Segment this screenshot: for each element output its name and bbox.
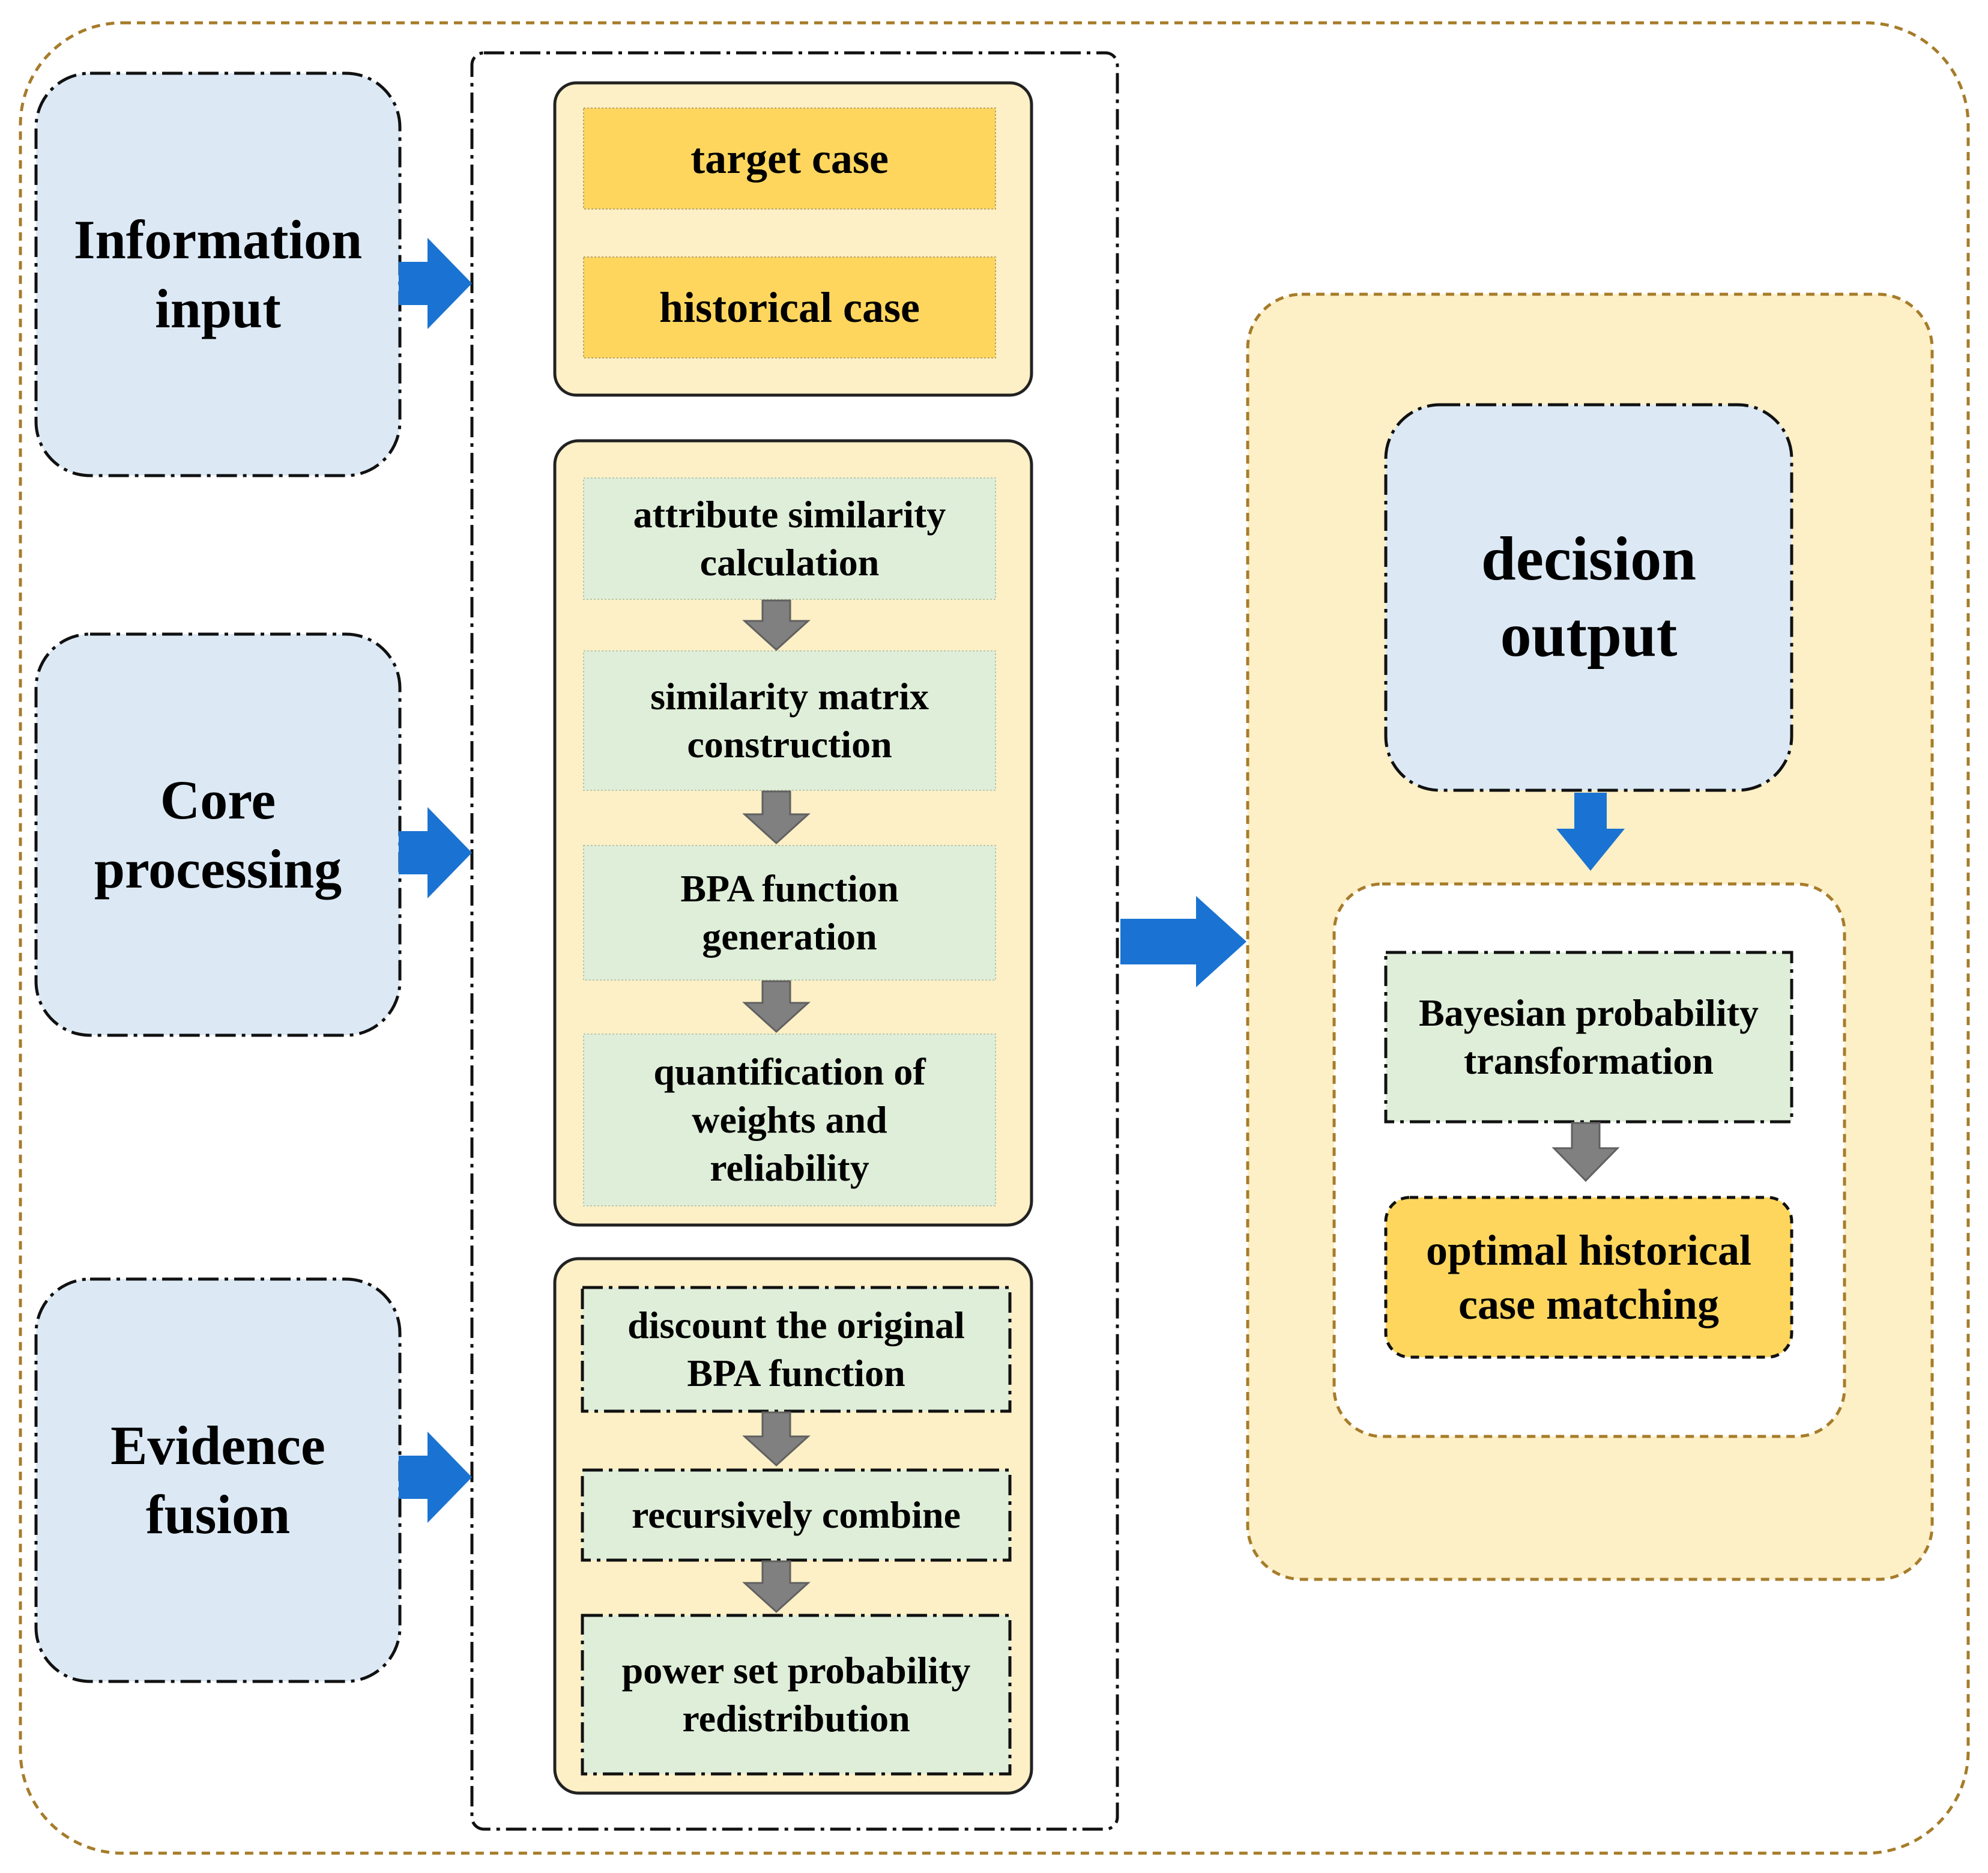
- core-group-panel: [553, 439, 1033, 1227]
- arrow-right-icon: [399, 238, 472, 329]
- decision-output-label: decision output: [1386, 405, 1792, 790]
- stage-label-core-processing: Core processing: [36, 634, 400, 1035]
- bpa-generation-label: BPA function generation: [584, 846, 996, 980]
- arrow-down-icon: [742, 1411, 811, 1467]
- discount-box: [581, 1286, 1012, 1413]
- node-text: recursively combine: [631, 1493, 961, 1536]
- bayesian-box: [1384, 951, 1793, 1124]
- quantification-box: [583, 1033, 996, 1206]
- arrow-right-icon: [399, 1432, 472, 1523]
- recursive-combine-box: [581, 1468, 1012, 1562]
- quantification-label: quantification of weights and reliabilit…: [584, 1034, 996, 1206]
- target-case-label: target case: [584, 108, 996, 209]
- decision-output-box: [1384, 403, 1793, 792]
- node-text: similarity matrix construction: [650, 675, 929, 766]
- outer-container: [19, 21, 1970, 1855]
- node-text: decision output: [1481, 524, 1697, 670]
- stage-text: Information input: [73, 209, 363, 339]
- bayesian-label: Bayesian probability transformation: [1386, 952, 1792, 1122]
- target-case-box: [583, 107, 996, 210]
- attribute-similarity-box: [583, 477, 996, 600]
- arrow-down-icon: [1551, 1122, 1620, 1182]
- bpa-generation-box: [583, 845, 996, 981]
- arrow-down-icon: [742, 980, 811, 1033]
- stage-label-information-input: Information input: [36, 73, 400, 476]
- similarity-matrix-label: similarity matrix construction: [584, 651, 996, 790]
- optimal-matching-label: optimal historical case matching: [1386, 1197, 1792, 1357]
- node-text: discount the original BPA function: [627, 1304, 965, 1394]
- historical-case-box: [583, 256, 996, 359]
- arrow-down-icon: [1556, 793, 1625, 871]
- arrow-down-icon: [742, 790, 811, 845]
- arrow-right-icon: [1120, 896, 1246, 987]
- stage-text: Evidence fusion: [110, 1415, 325, 1545]
- node-text: historical case: [659, 283, 920, 331]
- power-set-label: power set probability redistribution: [582, 1615, 1010, 1774]
- discount-label: discount the original BPA function: [582, 1287, 1010, 1411]
- node-text: BPA function generation: [680, 867, 899, 958]
- middle-column-frame: [470, 51, 1119, 1831]
- node-text: quantification of weights and reliabilit…: [653, 1050, 926, 1189]
- node-text: Bayesian probability transformation: [1418, 991, 1759, 1082]
- power-set-box: [581, 1614, 1012, 1776]
- stage-text: Core processing: [94, 769, 342, 900]
- historical-case-label: historical case: [584, 257, 996, 358]
- node-text: target case: [690, 135, 889, 183]
- node-text: power set probability redistribution: [621, 1649, 971, 1740]
- stage-label-evidence-fusion: Evidence fusion: [36, 1279, 400, 1681]
- arrow-right-icon: [399, 807, 472, 898]
- node-text: attribute similarity calculation: [633, 493, 946, 584]
- similarity-matrix-box: [583, 650, 996, 791]
- arrow-down-icon: [742, 599, 811, 652]
- recursive-combine-label: recursively combine: [582, 1470, 1010, 1560]
- attribute-similarity-label: attribute similarity calculation: [584, 478, 996, 599]
- arrow-down-icon: [742, 1560, 811, 1614]
- node-text: optimal historical case matching: [1426, 1226, 1751, 1328]
- optimal-matching-box: [1384, 1196, 1793, 1359]
